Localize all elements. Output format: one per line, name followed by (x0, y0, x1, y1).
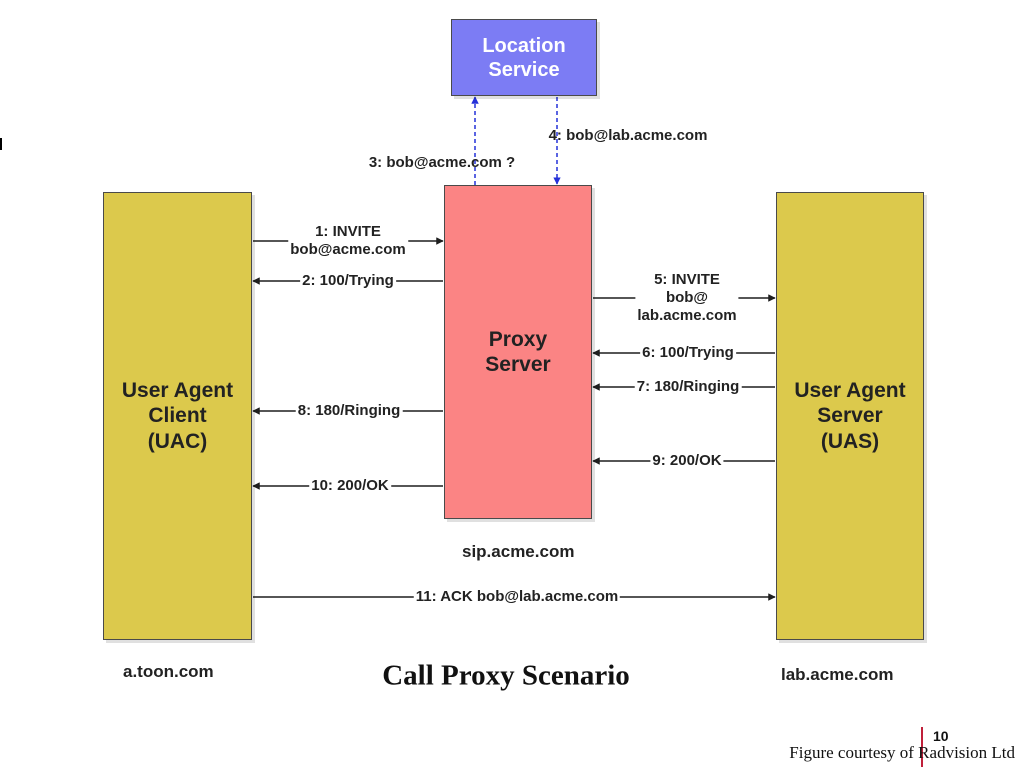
slide-edge-mark (0, 138, 2, 150)
proxy-server-label: Proxy Server (485, 327, 551, 376)
user-agent-client-label: User Agent Client (UAC) (121, 379, 234, 453)
host-proxy: sip.acme.com (462, 542, 575, 561)
page-number-rule (921, 727, 923, 767)
message-label-m10: 10: 200/OK (309, 477, 391, 495)
message-label-m6: 6: 100/Trying (640, 344, 736, 362)
message-label-m3: 3: bob@acme.com ? (368, 154, 516, 171)
user-agent-client-node: User Agent Client (UAC) (103, 192, 252, 640)
location-service-node: Location Service (451, 19, 597, 96)
message-label-m2: 2: 100/Trying (300, 272, 396, 290)
figure-credit: Figure courtesy of Radvision Ltd (789, 743, 1015, 762)
message-label-m4: 4: bob@lab.acme.com (548, 127, 708, 144)
message-label-m1: 1: INVITE bob@acme.com (288, 223, 408, 259)
proxy-server-node: Proxy Server (444, 185, 592, 519)
host-uas: lab.acme.com (781, 665, 894, 684)
message-label-m7: 7: 180/Ringing (634, 378, 742, 396)
page-number: 10 (933, 728, 949, 744)
message-label-m8: 8: 180/Ringing (295, 402, 403, 420)
message-label-m11: 11: ACK bob@lab.acme.com (413, 588, 621, 606)
host-uac: a.toon.com (123, 662, 214, 681)
location-service-label: Location Service (482, 34, 566, 81)
user-agent-server-label: User Agent Server (UAS) (794, 379, 906, 453)
message-label-m9: 9: 200/OK (650, 452, 724, 470)
message-label-m5: 5: INVITE bob@ lab.acme.com (635, 271, 739, 325)
user-agent-server-node: User Agent Server (UAS) (776, 192, 924, 640)
slide-title: Call Proxy Scenario (382, 659, 630, 692)
